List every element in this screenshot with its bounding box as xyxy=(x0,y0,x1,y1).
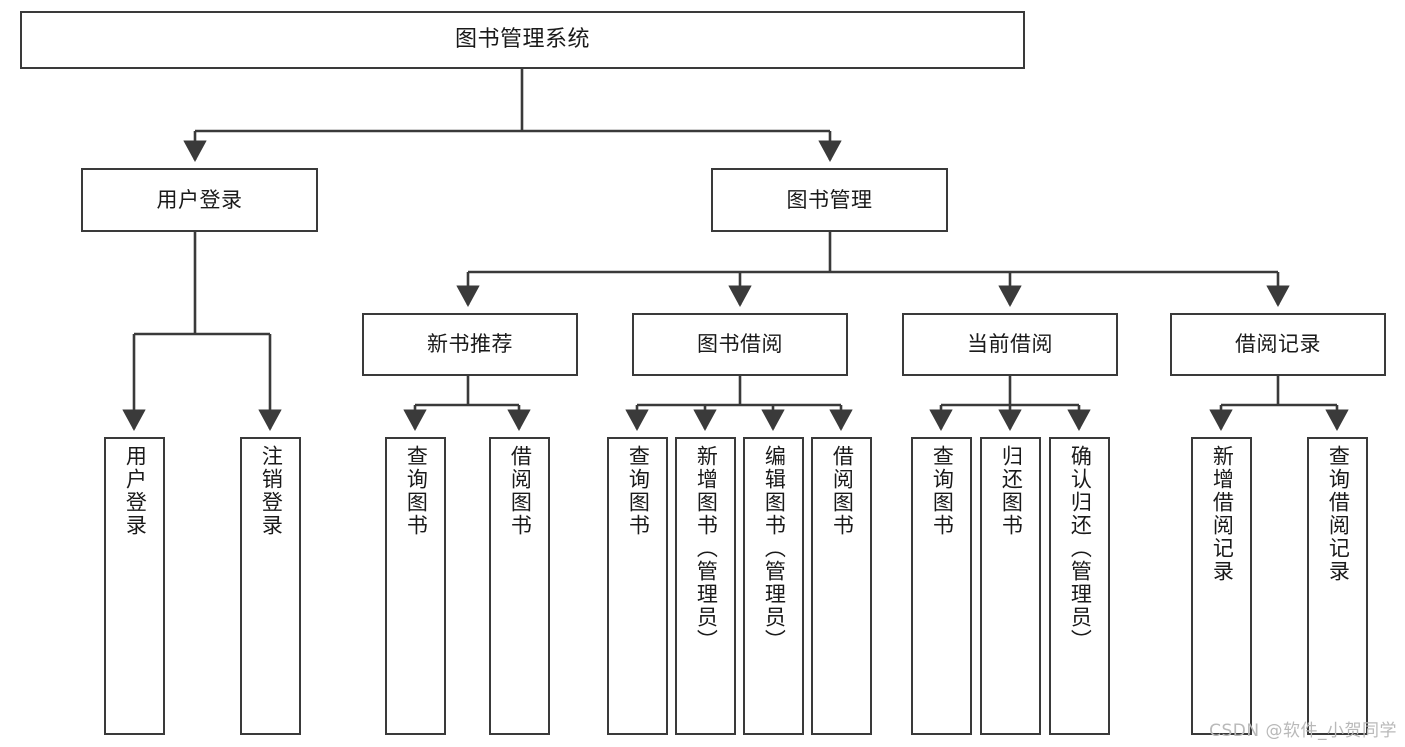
node-label: 确认归还（管理员） xyxy=(1068,445,1093,652)
node-label: 图书管理 xyxy=(786,187,873,212)
node-label: 借阅图书 xyxy=(830,445,855,537)
node-label: 查询图书 xyxy=(404,445,429,537)
node-book-management[interactable]: 图书管理 xyxy=(711,168,948,232)
node-borrow-record[interactable]: 借阅记录 xyxy=(1170,313,1386,376)
leaf-record-query-record[interactable]: 查询借阅记录 xyxy=(1307,437,1368,735)
leaf-borrow-borrow-book[interactable]: 借阅图书 xyxy=(811,437,872,735)
leaf-user-login-signin[interactable]: 用户登录 xyxy=(104,437,165,735)
leaf-record-add-record[interactable]: 新增借阅记录 xyxy=(1191,437,1252,735)
node-new-book-recommend[interactable]: 新书推荐 xyxy=(362,313,578,376)
leaf-current-return-book[interactable]: 归还图书 xyxy=(980,437,1041,735)
node-label: 当前借阅 xyxy=(967,332,1053,357)
leaf-recommend-query-book[interactable]: 查询图书 xyxy=(385,437,446,735)
csdn-watermark: CSDN @软件_小贺同学 xyxy=(1209,721,1397,741)
node-book-borrow[interactable]: 图书借阅 xyxy=(632,313,848,376)
node-label: 新书推荐 xyxy=(427,332,513,357)
node-label: 借阅图书 xyxy=(508,445,533,537)
node-label: 注销登录 xyxy=(259,445,284,537)
node-label: 归还图书 xyxy=(999,445,1024,537)
leaf-borrow-add-book-admin[interactable]: 新增图书（管理员） xyxy=(675,437,736,735)
node-label: 借阅记录 xyxy=(1235,332,1321,357)
node-label: 图书借阅 xyxy=(697,332,783,357)
node-current-borrow[interactable]: 当前借阅 xyxy=(902,313,1118,376)
leaf-user-login-signout[interactable]: 注销登录 xyxy=(240,437,301,735)
leaf-current-confirm-return-admin[interactable]: 确认归还（管理员） xyxy=(1049,437,1110,735)
node-label: 查询图书 xyxy=(930,445,955,537)
node-label: 用户登录 xyxy=(123,445,148,537)
node-label: 新增图书（管理员） xyxy=(694,445,719,652)
node-root-system[interactable]: 图书管理系统 xyxy=(20,11,1025,69)
node-user-login[interactable]: 用户登录 xyxy=(81,168,318,232)
leaf-borrow-edit-book-admin[interactable]: 编辑图书（管理员） xyxy=(743,437,804,735)
node-label: 新增借阅记录 xyxy=(1210,445,1235,583)
leaf-current-query-book[interactable]: 查询图书 xyxy=(911,437,972,735)
node-label: 查询借阅记录 xyxy=(1326,445,1351,583)
node-label: 用户登录 xyxy=(156,187,243,212)
node-label: 编辑图书（管理员） xyxy=(762,445,787,652)
leaf-recommend-borrow-book[interactable]: 借阅图书 xyxy=(489,437,550,735)
node-label: 查询图书 xyxy=(626,445,651,537)
leaf-borrow-query-book[interactable]: 查询图书 xyxy=(607,437,668,735)
node-label: 图书管理系统 xyxy=(454,27,590,53)
